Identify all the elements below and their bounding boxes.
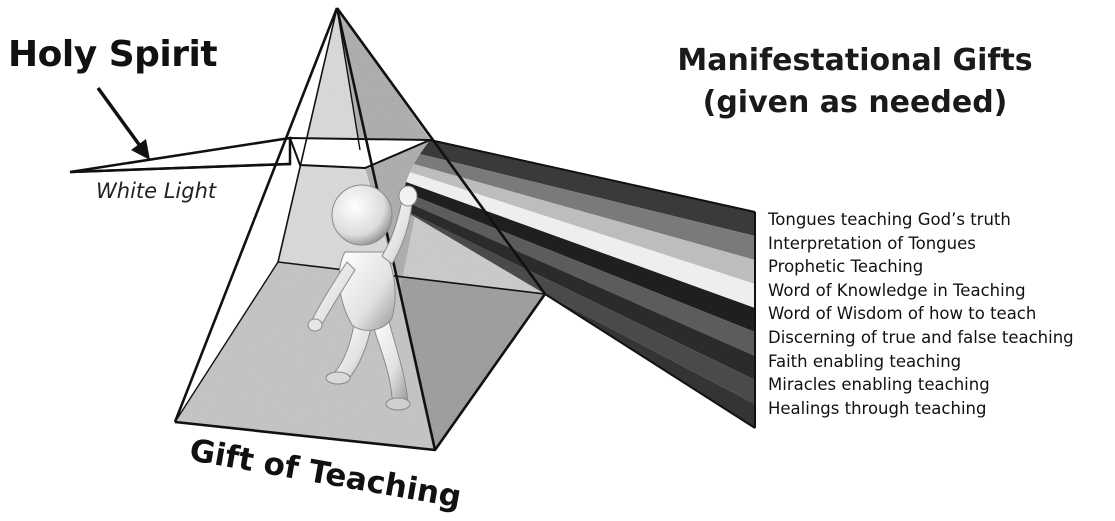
- manifestational-title-line1: Manifestational Gifts: [677, 43, 1033, 78]
- gift-item: Healings through teaching: [768, 398, 987, 418]
- gift-item: Word of Wisdom of how to teach: [768, 304, 1037, 324]
- gift-item: Word of Knowledge in Teaching: [768, 280, 1026, 300]
- holy-spirit-title: Holy Spirit: [8, 34, 218, 75]
- gift-list: Tongues teaching God’s truth Interpretat…: [768, 208, 1074, 420]
- gift-item: Tongues teaching God’s truth: [768, 210, 1011, 229]
- gift-item: Miracles enabling teaching: [768, 375, 990, 395]
- gift-item: Prophetic Teaching: [768, 257, 924, 277]
- 3d-person-figure-icon: [307, 184, 418, 411]
- manifestational-gifts-title: Manifestational Gifts (given as needed): [640, 40, 1070, 124]
- prism-pyramid: [173, 7, 756, 452]
- pointer-arrow: [96, 86, 150, 160]
- gift-item: Interpretation of Tongues: [768, 233, 976, 253]
- white-light-ray: [69, 136, 292, 174]
- gift-item: Discerning of true and false teaching: [768, 327, 1074, 347]
- spectrum-beam: [400, 139, 756, 429]
- manifestational-title-line2: (given as needed): [702, 85, 1008, 120]
- white-light-label: White Light: [96, 179, 217, 203]
- gift-item: Faith enabling teaching: [768, 351, 962, 371]
